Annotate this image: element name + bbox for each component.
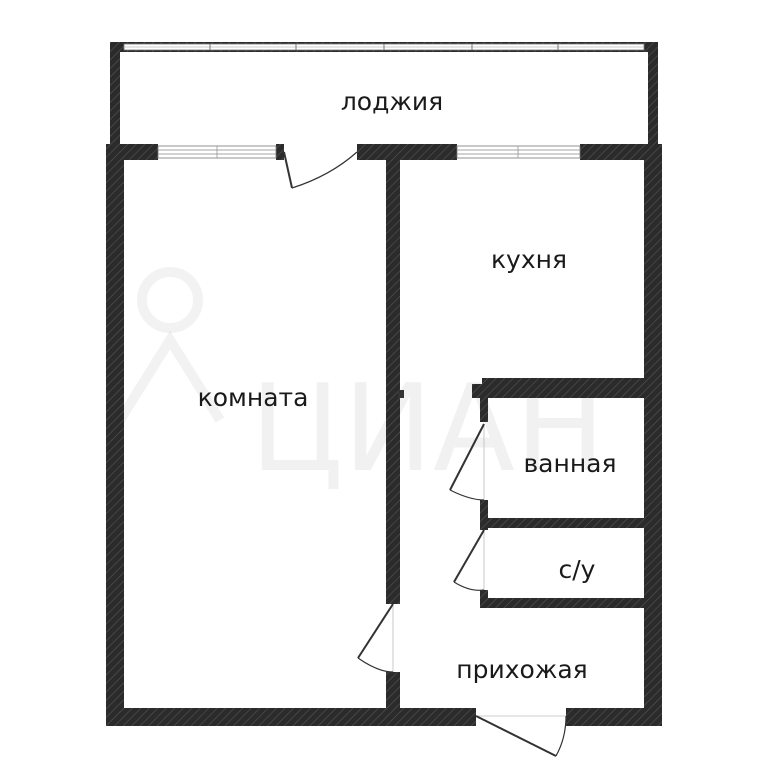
- bathroom-label: ванная: [523, 449, 616, 478]
- loggia-label: лоджия: [341, 87, 443, 116]
- room-label: комната: [198, 383, 309, 412]
- hallway-label: прихожая: [456, 655, 587, 684]
- room-door: [357, 603, 394, 673]
- kitchen-label: кухня: [491, 245, 567, 274]
- loggia-glazing: [123, 43, 645, 51]
- loggia: [110, 42, 658, 146]
- entrance-door: [475, 715, 567, 757]
- toilet-label: с/у: [559, 555, 596, 584]
- toilet-door: [453, 529, 485, 591]
- balcony-door: [283, 151, 358, 189]
- kitchen-window: [456, 145, 581, 159]
- bathroom-door: [449, 423, 485, 501]
- outer-walls: [106, 144, 662, 726]
- interior-walls: [386, 158, 646, 710]
- room-window: [157, 145, 277, 159]
